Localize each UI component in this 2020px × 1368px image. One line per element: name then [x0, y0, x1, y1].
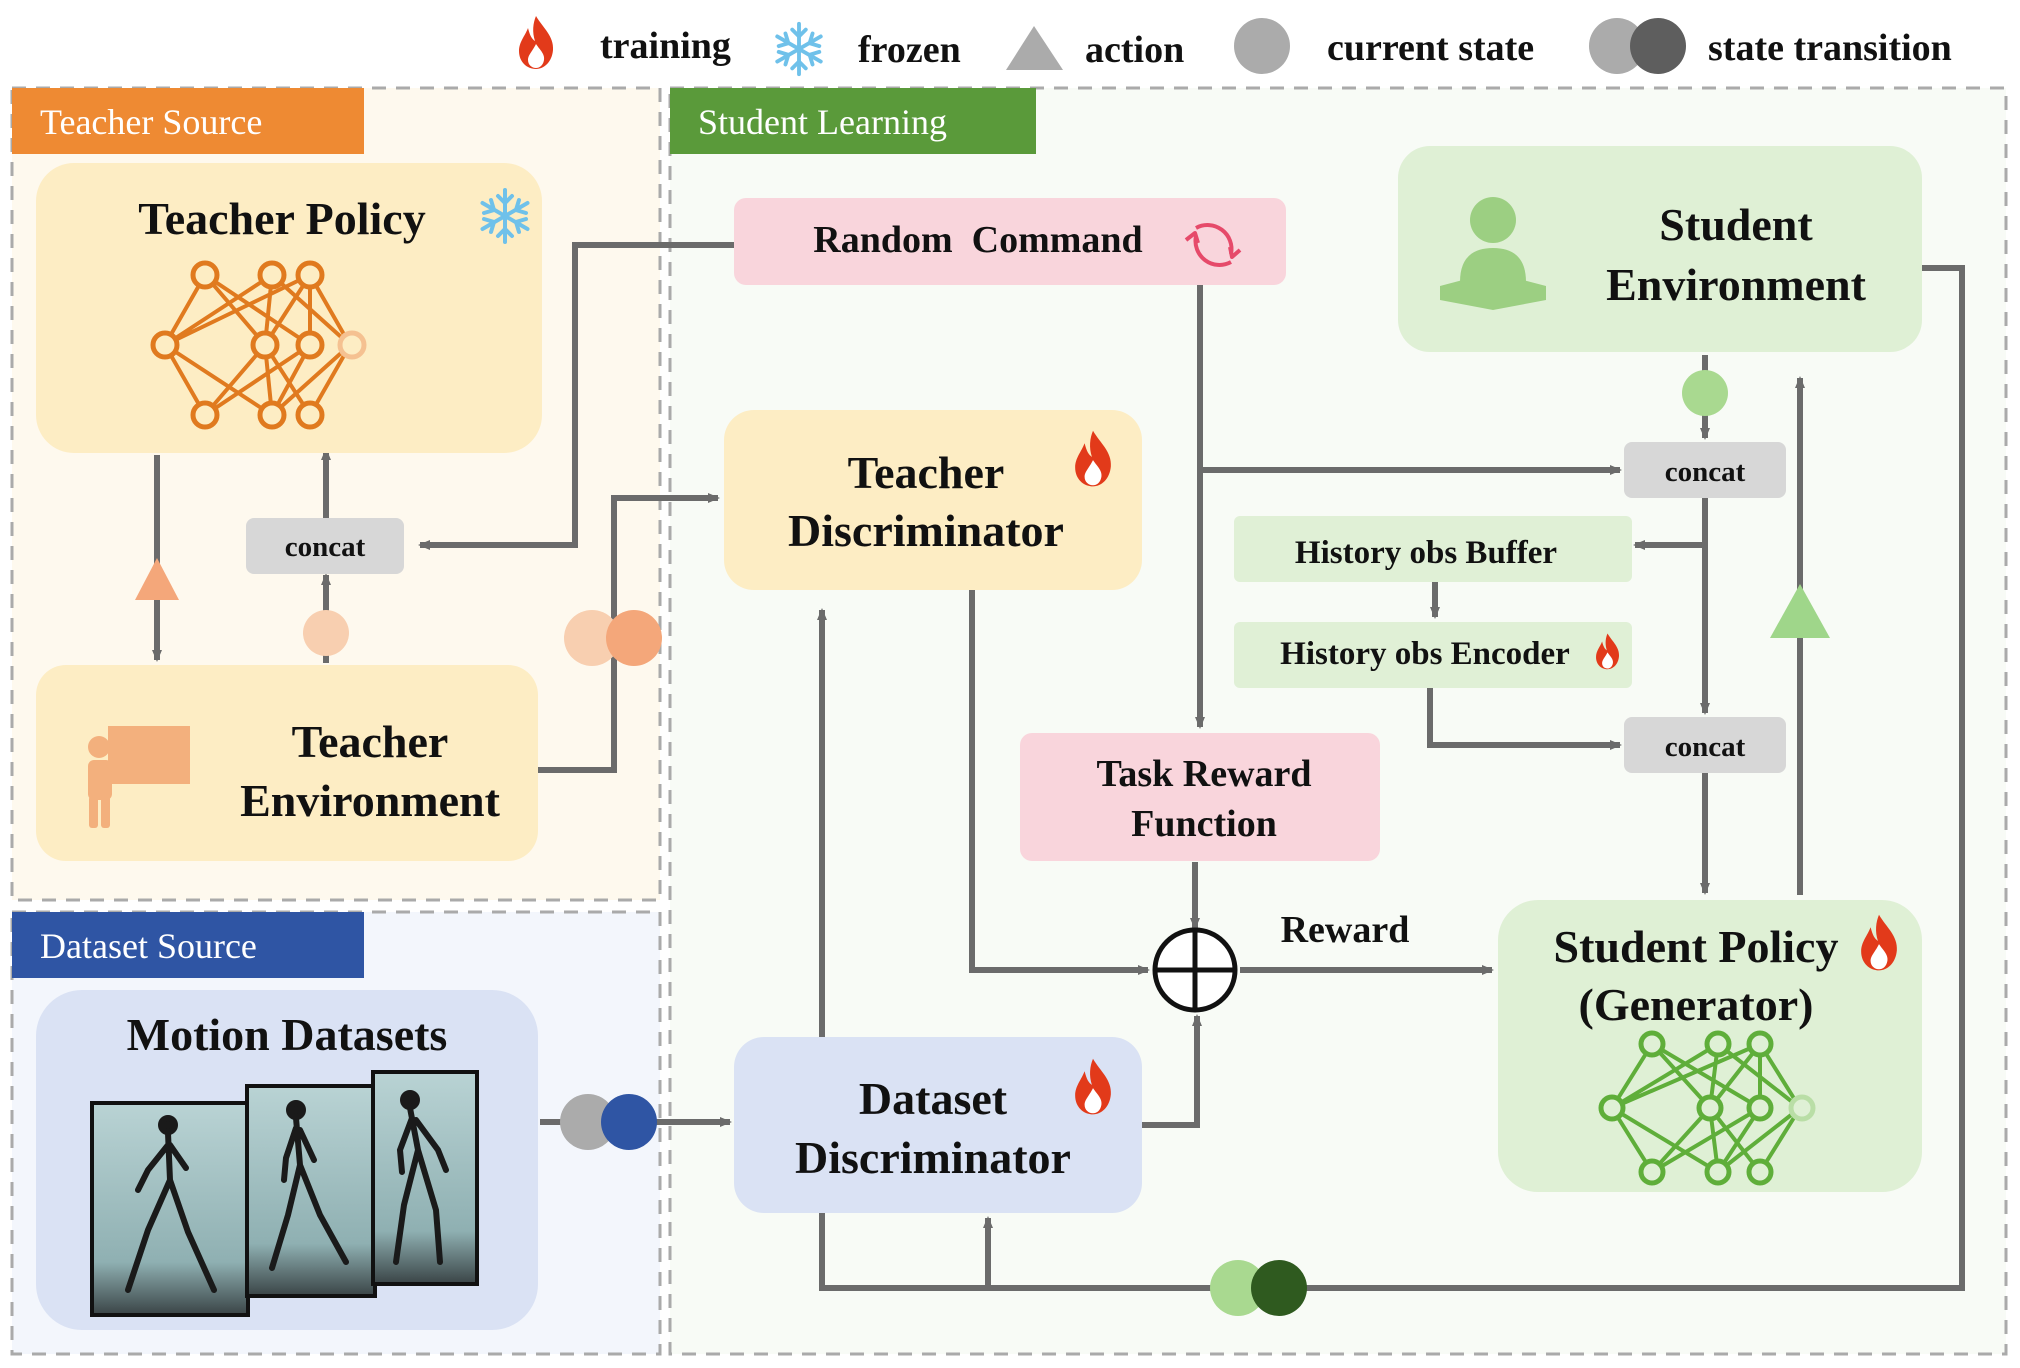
legend: training frozen action current state sta…: [519, 16, 1952, 77]
state-transition-circles-icon: [1589, 18, 1686, 74]
teacher-environment-label-2: Environment: [240, 775, 501, 826]
legend-training-label: training: [600, 25, 731, 67]
history-obs-buffer-node: History obs Buffer: [1234, 516, 1632, 582]
student-concat-2-node: concat: [1624, 717, 1786, 773]
student-environment-label-1: Student: [1659, 199, 1813, 250]
teacher-discriminator-node: Teacher Discriminator: [724, 410, 1142, 590]
teacher-policy-node: Teacher Policy: [36, 163, 542, 453]
history-obs-buffer-label: History obs Buffer: [1295, 535, 1557, 571]
teacher-discriminator-label-2: Discriminator: [788, 505, 1064, 556]
dataset-discriminator-node: Dataset Discriminator: [734, 1037, 1142, 1213]
current-state-circle-icon: [1234, 18, 1290, 74]
legend-state-transition-label: state transition: [1708, 27, 1952, 69]
student-policy-node: Student Policy (Generator): [1498, 900, 1922, 1192]
robot-silhouette-3: [393, 1090, 449, 1265]
teacher-policy-label: Teacher Policy: [138, 193, 425, 244]
history-obs-encoder-node: History obs Encoder: [1234, 622, 1632, 688]
motion-frames-image: [90, 1070, 479, 1317]
student-neural-network-icon: [1598, 1030, 1816, 1186]
reward-label: Reward: [1281, 909, 1410, 951]
teacher-discriminator-to-sum-arrow: [969, 590, 1150, 975]
student-concat-label: concat: [1665, 456, 1746, 488]
action-triangle-icon: [1006, 26, 1063, 70]
teacher-action-triangle-icon: [135, 558, 179, 600]
dataset-source-title: Dataset Source: [40, 926, 257, 966]
student-concat-2-label: concat: [1665, 731, 1746, 763]
student-current-state-icon: [1682, 370, 1728, 416]
student-action-triangle-icon: [1770, 584, 1830, 638]
dataset-discriminator-to-sum-arrow: [1142, 1014, 1202, 1128]
student-concat-node: concat: [1624, 442, 1786, 498]
training-fire-icon: [519, 16, 554, 69]
student-state-transition-icon: [1210, 1260, 1307, 1316]
motion-datasets-node: Motion Datasets: [36, 990, 538, 1330]
dataset-discriminator-label-2: Discriminator: [795, 1132, 1071, 1183]
teacher-concat-node: concat: [246, 518, 404, 574]
student-policy-label-1: Student Policy: [1554, 921, 1839, 972]
random-command-label: Random Command: [813, 219, 1142, 261]
teacher-neural-network-icon: [150, 260, 367, 430]
student-environment-node: Student Environment: [1398, 146, 1922, 352]
task-reward-label-2: Function: [1131, 803, 1277, 845]
robot-silhouette-2: [269, 1100, 349, 1271]
teacher-current-state-icon: [303, 610, 349, 656]
task-reward-label-1: Task Reward: [1096, 753, 1311, 795]
history-obs-encoder-label: History obs Encoder: [1280, 636, 1570, 672]
teacher-concat-label: concat: [285, 531, 366, 563]
motion-datasets-label: Motion Datasets: [127, 1009, 448, 1060]
dataset-discriminator-label-1: Dataset: [859, 1073, 1008, 1124]
frozen-snowflake-icon: [775, 21, 823, 77]
teacher-presenting-icon: [88, 726, 190, 828]
student-policy-label-2: (Generator): [1579, 979, 1814, 1030]
teacher-environment-label-1: Teacher: [292, 716, 449, 767]
dataset-state-transition-icon: [560, 1094, 657, 1150]
teacher-state-transition-icon: [564, 610, 662, 666]
legend-current-state-label: current state: [1327, 27, 1534, 69]
refresh-cycle-icon: [1184, 223, 1242, 267]
command-to-teacher-concat-arrow: [418, 242, 734, 550]
teacher-environment-node: Teacher Environment: [36, 665, 538, 861]
reward-sum-node: [1152, 927, 1238, 1013]
random-command-node: Random Command: [734, 198, 1286, 285]
legend-action-label: action: [1085, 29, 1184, 71]
student-environment-label-2: Environment: [1606, 259, 1867, 310]
task-reward-function-node: Task Reward Function: [1020, 733, 1380, 861]
legend-frozen-label: frozen: [858, 29, 961, 71]
robot-silhouette-1: [125, 1115, 217, 1293]
encoder-to-concat2-arrow: [1427, 688, 1622, 750]
student-learning-title: Student Learning: [698, 102, 947, 142]
student-reading-icon: [1440, 197, 1546, 310]
teacher-discriminator-label-1: Teacher: [848, 447, 1005, 498]
teacher-source-title: Teacher Source: [40, 102, 262, 142]
